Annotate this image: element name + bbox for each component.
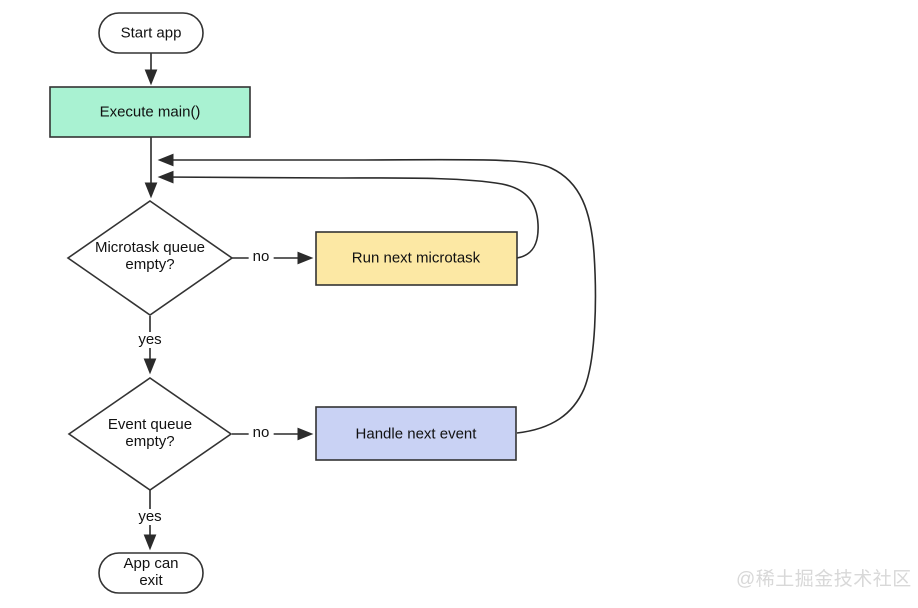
- edge-run-microtask-loop-back: [157, 170, 539, 259]
- edge-label-microtask-yes: yes: [134, 332, 166, 348]
- microtask-decision-label: Microtask queue empty?: [94, 239, 206, 273]
- microtask-decision-shape: [66, 200, 234, 316]
- execute-main-node-label: Execute main(): [99, 103, 201, 121]
- start-node-label: Start app: [120, 24, 182, 42]
- edge-label-event-yes: yes: [134, 509, 166, 525]
- edge-handle-event-loop-back: [157, 153, 597, 434]
- juejin-watermark: @稀土掘金技术社区: [736, 569, 912, 590]
- app-exit-node-label: App can exit: [123, 555, 179, 589]
- event-decision-shape: [67, 377, 233, 491]
- event-decision-label: Event queue empty?: [107, 416, 193, 450]
- handle-event-node-shape: [315, 406, 517, 461]
- edge-label-microtask-no: no: [248, 249, 274, 265]
- handle-event-node-label: Handle next event: [355, 425, 477, 443]
- execute-main-node-shape: [49, 86, 251, 138]
- app-exit-node-shape: [98, 552, 204, 594]
- run-microtask-node-shape: [315, 231, 518, 286]
- run-microtask-node-label: Run next microtask: [351, 249, 481, 267]
- edge-label-event-no: no: [248, 425, 274, 441]
- start-node-shape: [98, 12, 204, 54]
